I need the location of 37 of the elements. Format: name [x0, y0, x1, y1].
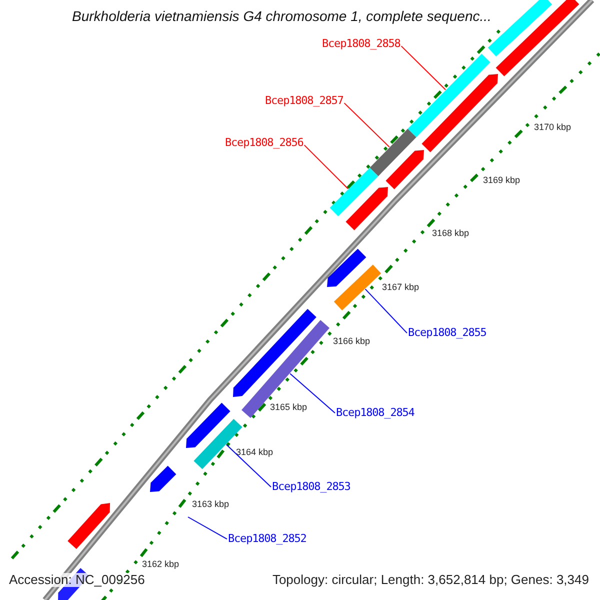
gene-bar	[346, 187, 388, 230]
scale-label: 3163 kbp	[192, 500, 230, 510]
gene-bar	[186, 402, 230, 448]
leader-line	[188, 516, 228, 540]
gene-bar	[233, 308, 316, 397]
leader-line	[226, 444, 272, 488]
gene-label: Bcep1808_2857	[265, 95, 344, 108]
scale-label: 3167 kbp	[382, 283, 420, 293]
gene-bar	[386, 150, 424, 190]
scale-label: 3170 kbp	[534, 123, 572, 133]
gene-label: Bcep1808_2853	[272, 481, 350, 494]
gene-bar	[327, 248, 366, 287]
gene-label: Bcep1808_2858	[322, 38, 400, 50]
scale-label: 3168 kbp	[432, 229, 470, 239]
gene-bar	[496, 0, 580, 76]
scale-label: 3165 kbp	[270, 403, 308, 413]
gene-bar	[422, 74, 498, 152]
gene-bar	[330, 168, 378, 216]
scale-label: 3169 kbp	[483, 176, 520, 186]
gene-bar	[242, 320, 330, 418]
gene-bar	[68, 503, 110, 549]
scale-label: 3166 kbp	[333, 337, 370, 347]
gene-label: Bcep1808_2852	[228, 533, 306, 546]
scale-label: 3164 kbp	[236, 448, 274, 458]
scale-label: 3162 kbp	[142, 560, 180, 570]
leader-line	[364, 288, 408, 334]
leader-line	[304, 144, 349, 190]
gene-bar	[408, 54, 490, 138]
gene-label: Bcep1808_2855	[408, 327, 486, 340]
gene-label: Bcep1808_2854	[336, 407, 414, 420]
leader-line	[400, 46, 446, 90]
leader-line	[344, 102, 390, 148]
gene-bar	[370, 128, 416, 176]
leader-line	[290, 373, 336, 414]
gene-label: Bcep1808_2856	[225, 137, 304, 150]
gene-bar	[334, 264, 382, 310]
gene-bar	[150, 466, 176, 492]
